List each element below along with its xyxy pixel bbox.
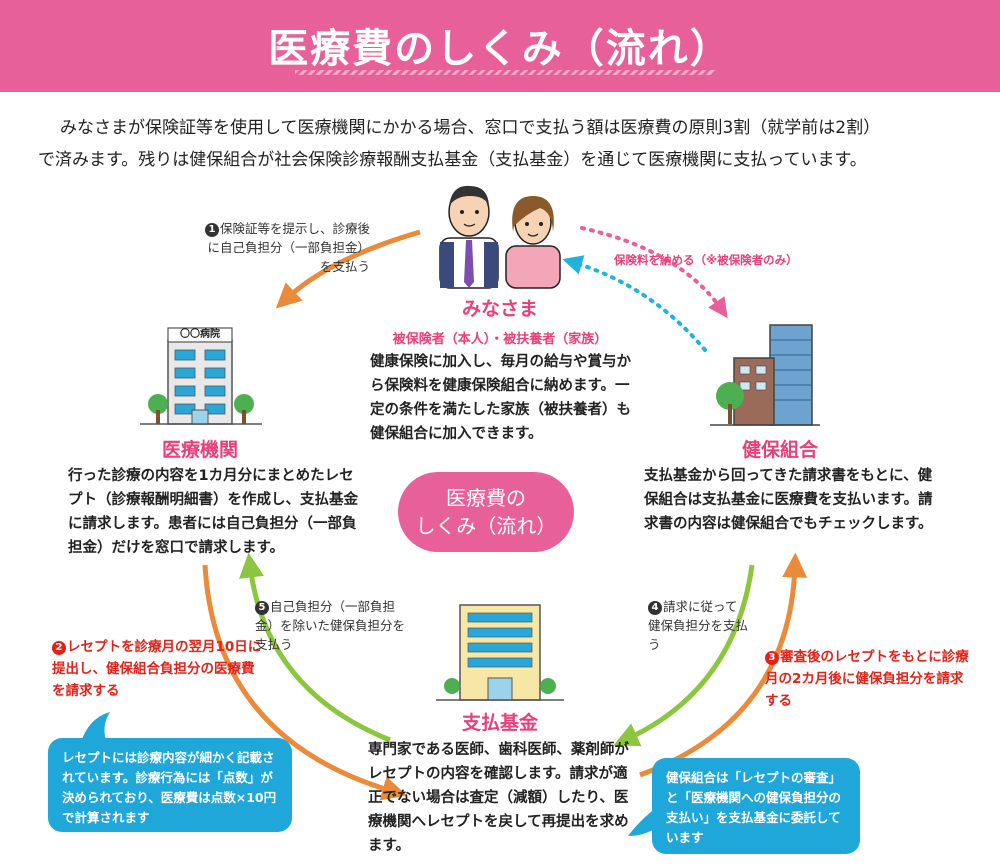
- kenpo-illustration: [710, 324, 820, 426]
- step1-number: 1: [204, 223, 219, 237]
- bubble-left: レセプトには診療内容が細かく記載されています。診療行為には「点数」が決められてお…: [48, 738, 292, 832]
- arrow-step2: [202, 564, 408, 801]
- arrow-premium: [580, 226, 728, 319]
- header-banner: [0, 0, 1000, 92]
- minasama-title: みなさま: [461, 298, 538, 320]
- minasama-description: 健康保険に加入し、毎月の給与や賞与から保険料を健康保険組合に納めます。一定の条件…: [370, 354, 631, 442]
- intro-text: みなさまが保険証等を使用して医療機関にかかる場合、窓口で支払う額は医療費の原則3…: [38, 112, 978, 176]
- step5-text: 自己負担分（一部負担金）を除いた健保負担分を支払う: [255, 599, 406, 652]
- hospital-illustration: [140, 327, 262, 425]
- title-underline: [295, 70, 715, 75]
- step2-text: レセプトを診療月の翌月10日に提出し、健保組合負担分の医療費を請求する: [52, 639, 262, 699]
- arrow-step4: [613, 564, 755, 747]
- arrow-step1: [275, 229, 421, 309]
- center-line-1: 医療費の: [446, 486, 526, 510]
- page-title: 医療費のしくみ（流れ）: [268, 26, 732, 72]
- step5-number: 5: [255, 601, 269, 615]
- step1-text: 保険証等を提示し、診療後に自己負担分（一部負担金）を支払う: [207, 221, 370, 274]
- kenpo-title: 健保組合: [741, 439, 818, 461]
- kenpo-description: 支払基金から回ってきた請求書をもとに、健保組合は支払基金に医療費を支払います。請…: [644, 468, 933, 532]
- intro-line-2: で済みます。残りは健保組合が社会保険診療報酬支払基金（支払基金）を通じて医療機関…: [38, 150, 867, 170]
- shiharai-illustration: [436, 604, 564, 701]
- arrow-step5: [239, 552, 391, 743]
- arrow-blue-return: [562, 255, 707, 352]
- intro-line-1: みなさまが保険証等を使用して医療機関にかかる場合、窓口で支払う額は医療費の原則3…: [60, 118, 881, 138]
- shiharai-description: 専門家である医師、歯科医師、薬剤師がレセプトの内容を確認します。請求が適正でない…: [368, 742, 629, 854]
- center-badge: 医療費の しくみ（流れ）: [398, 472, 574, 552]
- hospital-description: 行った診療の内容を1カ月分にまとめたレセプト（診療報酬明細書）を作成し、支払基金…: [68, 468, 358, 556]
- minasama-subtitle: 被保険者（本人）・被扶養者（家族）: [392, 332, 608, 347]
- bubble-left-tail: [80, 712, 110, 745]
- step3-text: 審査後のレセプトをもとに診療月の2カ月後に健保負担分を請求する: [765, 649, 969, 709]
- step3-number: 3: [765, 651, 779, 665]
- step2-number: 2: [52, 641, 66, 655]
- center-line-2: しくみ（流れ）: [415, 514, 557, 538]
- step4-text: 請求に従って健保負担分を支払う: [648, 599, 749, 652]
- hospital-sign: 〇〇病院: [180, 329, 220, 340]
- step4-number: 4: [648, 601, 662, 615]
- minasama-illustration: [439, 185, 561, 289]
- bubble-right: 健保組合は「レセプトの審査」と「医療機関への健保負担分の支払い」を支払基金に委託…: [652, 758, 860, 854]
- premium-note: 保険料を納める（※被保険者のみ）: [614, 253, 798, 267]
- shiharai-title: 支払基金: [461, 712, 538, 734]
- hospital-title: 医療機関: [161, 439, 238, 461]
